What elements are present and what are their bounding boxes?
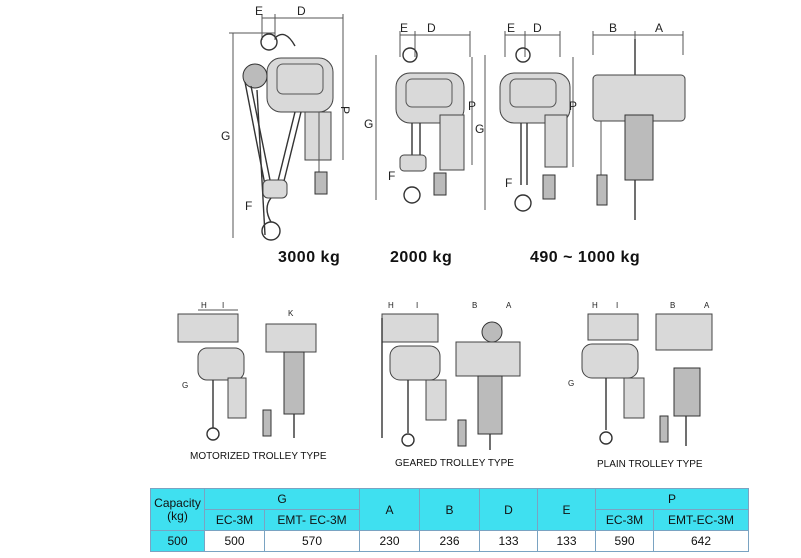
dim-p-2: P — [468, 99, 476, 113]
dim-e-2: E — [400, 21, 408, 35]
dim-i-p: I — [616, 301, 618, 310]
dim-g-m: G — [182, 381, 188, 390]
cell-d: 133 — [479, 530, 538, 552]
drawing-side-view: B A — [585, 15, 695, 230]
caption-motorized: MOTORIZED TROLLEY TYPE — [190, 451, 327, 462]
header-p-ec3m: EC-3M — [595, 509, 654, 531]
dim-b: B — [609, 21, 617, 35]
caption-3000kg: 3000 kg — [278, 249, 341, 266]
drawing-490-1000kg: E D G P F — [475, 15, 595, 215]
dim-e-3: E — [507, 21, 515, 35]
dim-h-m: H — [201, 301, 207, 310]
dim-i-g: I — [416, 301, 418, 310]
drawing-2000kg: E D G P F — [360, 15, 480, 215]
caption-490-1000kg: 490 ~ 1000 kg — [530, 249, 641, 266]
dim-f: F — [245, 199, 252, 213]
header-p-emt-ec3m: EMT-EC-3M — [652, 509, 750, 531]
cell-g-emt: 570 — [264, 530, 360, 552]
cell-b: 236 — [419, 530, 480, 552]
cell-p-ec: 590 — [595, 530, 654, 552]
dim-b-p: B — [670, 301, 675, 310]
caption-2000kg: 2000 kg — [390, 249, 453, 266]
dim-d-2: D — [427, 21, 436, 35]
cell-g-ec: 500 — [204, 530, 265, 552]
drawing-geared-trolley: H I B A — [368, 298, 528, 453]
dim-i-m: I — [222, 301, 224, 310]
header-g-ec3m: EC-3M — [204, 509, 265, 531]
dim-g-3: G — [475, 122, 484, 136]
dim-d-3: D — [533, 21, 542, 35]
cell-e: 133 — [537, 530, 596, 552]
dim-a: A — [655, 21, 663, 35]
dim-g-p: G — [568, 379, 574, 388]
dim-g-2: G — [364, 117, 373, 131]
header-a: A — [359, 488, 420, 531]
caption-geared: GEARED TROLLEY TYPE — [395, 458, 514, 469]
dim-e: E — [255, 4, 263, 18]
spec-table: Capacity (kg) G A B D E P EC-3M EMT- EC-… — [150, 488, 750, 552]
dim-b-g: B — [472, 301, 477, 310]
cell-a: 230 — [359, 530, 420, 552]
dim-a-p: A — [704, 301, 710, 310]
header-d: D — [479, 488, 538, 531]
header-g: G — [204, 488, 360, 510]
dim-k-m: K — [288, 309, 294, 318]
dim-f-2: F — [388, 169, 395, 183]
dim-p-3: P — [569, 99, 577, 113]
dim-h-g: H — [388, 301, 394, 310]
cell-p-emt: 642 — [652, 530, 750, 552]
dim-h-p: H — [592, 301, 598, 310]
dim-p: P — [338, 106, 352, 114]
header-e: E — [537, 488, 596, 531]
header-g-emt-ec3m: EMT- EC-3M — [264, 509, 360, 531]
header-b: B — [419, 488, 480, 531]
header-p: P — [594, 488, 750, 510]
dim-g: G — [221, 129, 230, 143]
cell-capacity: 500 — [150, 530, 205, 552]
caption-plain: PLAIN TROLLEY TYPE — [597, 459, 703, 470]
table-row: 500 500 570 230 236 133 133 590 642 — [150, 530, 750, 552]
dim-a-g: A — [506, 301, 512, 310]
dim-d: D — [297, 4, 306, 18]
drawing-motorized-trolley: H I G K — [168, 298, 333, 446]
header-capacity: Capacity (kg) — [150, 488, 205, 531]
drawing-3000kg: E D G P F — [215, 0, 365, 245]
drawing-plain-trolley: H I G B A — [566, 298, 726, 453]
dim-f-3: F — [505, 176, 512, 190]
